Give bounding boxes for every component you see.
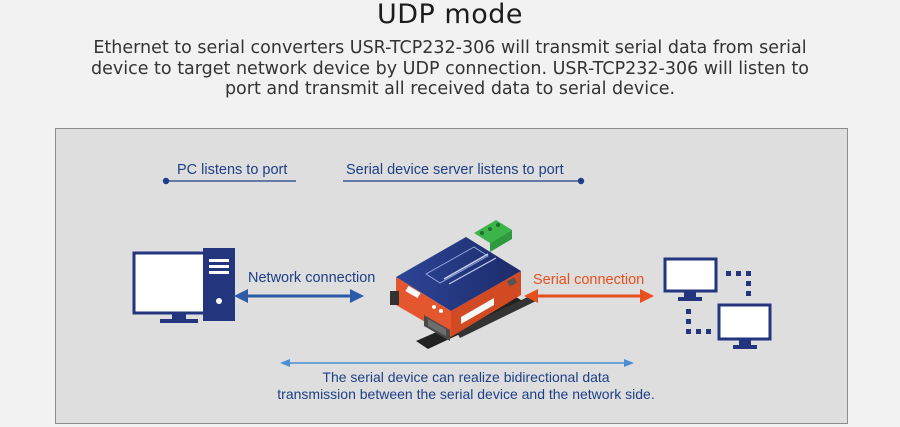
- note-line: The serial device can realize bidirectio…: [322, 369, 610, 385]
- diagram-graphics: [132, 177, 772, 367]
- description-line: Ethernet to serial converters USR-TCP232…: [93, 38, 807, 58]
- network-connection-label: Network connection: [248, 270, 376, 286]
- serial-connection-label: Serial connection: [533, 272, 645, 288]
- pc-listen-label: PC listens to port: [177, 162, 288, 178]
- bidirectional-arrow: [280, 359, 634, 367]
- description-line: port and transmit all received data to s…: [224, 79, 676, 99]
- description-line: device to target network device by UDP c…: [91, 58, 809, 79]
- note-line: transmission between the serial device a…: [277, 386, 655, 402]
- mode-description: Ethernet to serial converters USR-TCP232…: [60, 38, 840, 100]
- server-listen-label: Serial device server listens to port: [346, 162, 564, 178]
- serial-connection-arrow: [524, 289, 654, 303]
- udp-diagram-panel: PC listens to port Serial device server …: [55, 128, 848, 424]
- serial-device-server-icon: [390, 220, 536, 349]
- desktop-pc-icon: [132, 248, 235, 323]
- network-connection-arrow: [234, 289, 364, 303]
- bidirectional-note: The serial device can realize bidirectio…: [246, 369, 686, 403]
- pc-listen-underline: [162, 177, 296, 185]
- server-listen-underline: [343, 177, 585, 185]
- serial-devices-icon: [663, 257, 772, 349]
- page-title: UDP mode: [377, 0, 523, 30]
